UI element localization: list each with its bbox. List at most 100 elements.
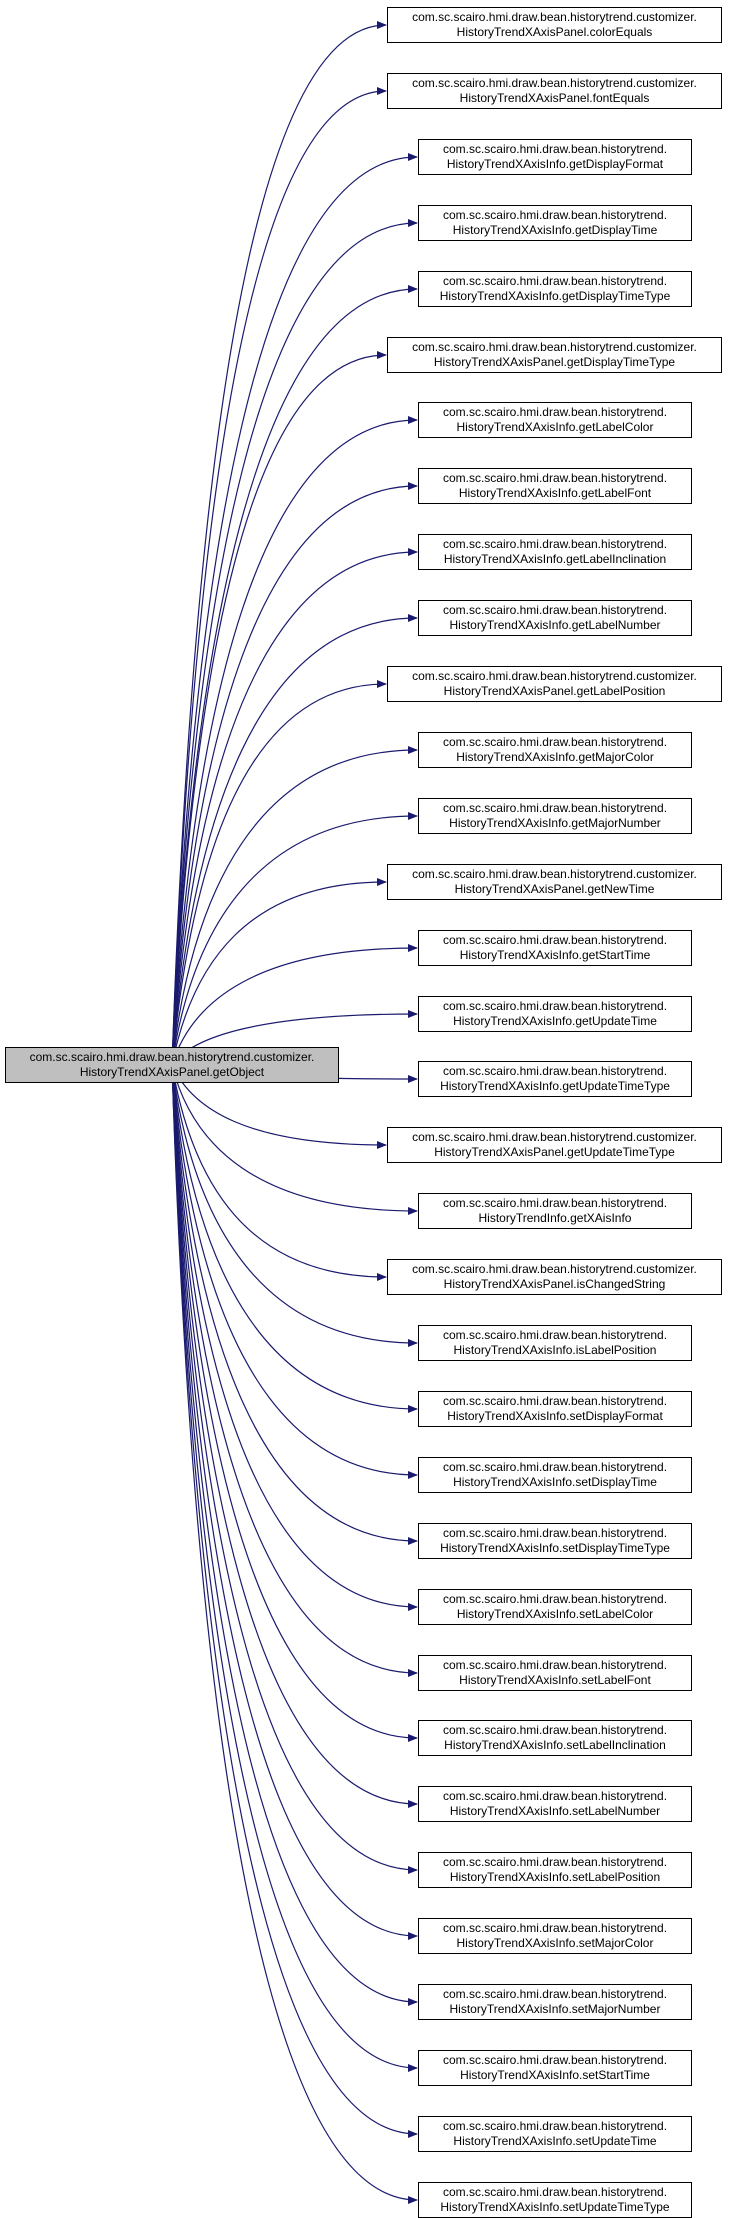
callee-node-line1: com.sc.scairo.hmi.draw.bean.historytrend… <box>412 867 697 881</box>
callee-node[interactable]: com.sc.scairo.hmi.draw.bean.historytrend… <box>418 1589 692 1625</box>
callee-node[interactable]: com.sc.scairo.hmi.draw.bean.historytrend… <box>387 1127 722 1163</box>
callee-node[interactable]: com.sc.scairo.hmi.draw.bean.historytrend… <box>418 1720 692 1756</box>
callee-node-line1: com.sc.scairo.hmi.draw.bean.historytrend… <box>442 1723 668 1737</box>
callee-node[interactable]: com.sc.scairo.hmi.draw.bean.historytrend… <box>418 468 692 504</box>
call-edge <box>171 1064 418 1940</box>
call-edge <box>171 1064 418 1479</box>
callee-node-line2: HistoryTrendXAxisPanel.fontEquals <box>459 91 650 105</box>
callee-node-line1: com.sc.scairo.hmi.draw.bean.historytrend… <box>442 471 668 485</box>
callee-node-line2: HistoryTrendXAxisInfo.setLabelNumber <box>449 1804 661 1818</box>
callee-node[interactable]: com.sc.scairo.hmi.draw.bean.historytrend… <box>387 864 722 900</box>
callee-node-line2: HistoryTrendXAxisInfo.setMajorNumber <box>449 2002 661 2016</box>
call-edge <box>171 812 418 1066</box>
callee-node-line1: com.sc.scairo.hmi.draw.bean.historytrend… <box>442 603 668 617</box>
callee-node[interactable]: com.sc.scairo.hmi.draw.bean.historytrend… <box>387 1259 722 1295</box>
source-node-getobject[interactable]: com.sc.scairo.hmi.draw.bean.historytrend… <box>5 1047 339 1083</box>
callee-node-line2: HistoryTrendXAxisPanel.isChangedString <box>443 1277 666 1291</box>
call-edge <box>171 1064 418 2006</box>
callee-node-line2: HistoryTrendXAxisInfo.setDisplayFormat <box>447 1409 663 1423</box>
call-edge <box>171 153 418 1066</box>
callee-node[interactable]: com.sc.scairo.hmi.draw.bean.historytrend… <box>418 1193 692 1229</box>
callee-node-line2: HistoryTrendXAxisInfo.setLabelFont <box>459 1673 651 1687</box>
callee-node[interactable]: com.sc.scairo.hmi.draw.bean.historytrend… <box>418 1061 692 1097</box>
callee-node[interactable]: com.sc.scairo.hmi.draw.bean.historytrend… <box>418 205 692 241</box>
callee-node-line1: com.sc.scairo.hmi.draw.bean.historytrend… <box>442 735 668 749</box>
call-edge <box>171 1064 418 1413</box>
source-node-line2: HistoryTrendXAxisPanel.getObject <box>79 1065 265 1079</box>
callee-node[interactable]: com.sc.scairo.hmi.draw.bean.historytrend… <box>387 73 722 109</box>
callee-node-line1: com.sc.scairo.hmi.draw.bean.historytrend… <box>442 1987 668 2001</box>
call-edge <box>171 1064 418 1677</box>
call-edge <box>171 1064 418 1611</box>
call-edge <box>171 1064 418 1347</box>
callee-node[interactable]: com.sc.scairo.hmi.draw.bean.historytrend… <box>418 2050 692 2086</box>
callee-node-line1: com.sc.scairo.hmi.draw.bean.historytrend… <box>442 1789 668 1803</box>
callee-node[interactable]: com.sc.scairo.hmi.draw.bean.historytrend… <box>418 1984 692 2020</box>
callee-node-line2: HistoryTrendXAxisPanel.getNewTime <box>454 882 655 896</box>
callee-node-line1: com.sc.scairo.hmi.draw.bean.historytrend… <box>442 1592 668 1606</box>
callee-node-line2: HistoryTrendXAxisInfo.getStartTime <box>459 948 651 962</box>
callee-node[interactable]: com.sc.scairo.hmi.draw.bean.historytrend… <box>387 666 722 702</box>
callee-node-line2: HistoryTrendXAxisInfo.setMajorColor <box>456 1936 654 1950</box>
callee-node-line2: HistoryTrendXAxisInfo.setDisplayTimeType <box>440 1541 670 1555</box>
callee-node-line2: HistoryTrendXAxisInfo.setLabelPosition <box>449 1870 661 1884</box>
call-edge <box>171 482 418 1066</box>
callee-node[interactable]: com.sc.scairo.hmi.draw.bean.historytrend… <box>418 600 692 636</box>
call-edge <box>171 944 418 1066</box>
callee-node[interactable]: com.sc.scairo.hmi.draw.bean.historytrend… <box>418 2182 692 2218</box>
call-edge <box>171 614 418 1066</box>
call-edge <box>171 746 418 1066</box>
callee-node-line2: HistoryTrendXAxisPanel.getUpdateTimeType <box>434 1145 675 1159</box>
callee-node-line2: HistoryTrendInfo.getXAisInfo <box>478 1211 632 1225</box>
call-edge <box>171 21 387 1066</box>
call-edge <box>171 1064 418 2204</box>
callee-node[interactable]: com.sc.scairo.hmi.draw.bean.historytrend… <box>418 402 692 438</box>
callee-node-line1: com.sc.scairo.hmi.draw.bean.historytrend… <box>442 933 668 947</box>
callee-node[interactable]: com.sc.scairo.hmi.draw.bean.historytrend… <box>418 798 692 834</box>
callee-node-line2: HistoryTrendXAxisInfo.getLabelColor <box>456 420 654 434</box>
callee-node-line2: HistoryTrendXAxisInfo.setDisplayTime <box>453 1475 657 1489</box>
callee-node[interactable]: com.sc.scairo.hmi.draw.bean.historytrend… <box>418 930 692 966</box>
call-edge <box>171 1064 418 1215</box>
callee-node[interactable]: com.sc.scairo.hmi.draw.bean.historytrend… <box>418 271 692 307</box>
callee-node[interactable]: com.sc.scairo.hmi.draw.bean.historytrend… <box>418 139 692 175</box>
callee-node-line1: com.sc.scairo.hmi.draw.bean.historytrend… <box>442 1394 668 1408</box>
call-edge <box>171 878 387 1066</box>
callee-node[interactable]: com.sc.scairo.hmi.draw.bean.historytrend… <box>387 7 722 43</box>
callee-node-line1: com.sc.scairo.hmi.draw.bean.historytrend… <box>412 76 697 90</box>
callee-node[interactable]: com.sc.scairo.hmi.draw.bean.historytrend… <box>418 732 692 768</box>
call-edge <box>171 416 418 1066</box>
callee-node-line2: HistoryTrendXAxisInfo.getMajorNumber <box>449 816 661 830</box>
call-edge <box>171 1064 418 2138</box>
callee-node-line2: HistoryTrendXAxisInfo.getLabelFont <box>458 486 652 500</box>
callee-node-line1: com.sc.scairo.hmi.draw.bean.historytrend… <box>442 1855 668 1869</box>
callee-node[interactable]: com.sc.scairo.hmi.draw.bean.historytrend… <box>418 996 692 1032</box>
callee-node[interactable]: com.sc.scairo.hmi.draw.bean.historytrend… <box>418 1786 692 1822</box>
callee-node[interactable]: com.sc.scairo.hmi.draw.bean.historytrend… <box>418 2116 692 2152</box>
call-edge <box>171 1064 418 1742</box>
callee-node-line1: com.sc.scairo.hmi.draw.bean.historytrend… <box>442 2185 668 2199</box>
callee-node[interactable]: com.sc.scairo.hmi.draw.bean.historytrend… <box>418 1457 692 1493</box>
callee-node[interactable]: com.sc.scairo.hmi.draw.bean.historytrend… <box>418 534 692 570</box>
callee-node-line2: HistoryTrendXAxisInfo.isLabelPosition <box>453 1343 657 1357</box>
callee-node[interactable]: com.sc.scairo.hmi.draw.bean.historytrend… <box>418 1918 692 1954</box>
callee-node-line1: com.sc.scairo.hmi.draw.bean.historytrend… <box>442 1196 668 1210</box>
callee-node-line1: com.sc.scairo.hmi.draw.bean.historytrend… <box>412 340 697 354</box>
callee-node[interactable]: com.sc.scairo.hmi.draw.bean.historytrend… <box>418 1325 692 1361</box>
callee-node-line1: com.sc.scairo.hmi.draw.bean.historytrend… <box>442 999 668 1013</box>
callee-node[interactable]: com.sc.scairo.hmi.draw.bean.historytrend… <box>418 1523 692 1559</box>
callee-node[interactable]: com.sc.scairo.hmi.draw.bean.historytrend… <box>418 1852 692 1888</box>
source-node-line1: com.sc.scairo.hmi.draw.bean.historytrend… <box>29 1050 315 1064</box>
callee-node-line1: com.sc.scairo.hmi.draw.bean.historytrend… <box>442 1460 668 1474</box>
callee-node-line1: com.sc.scairo.hmi.draw.bean.historytrend… <box>412 1262 697 1276</box>
callee-node-line1: com.sc.scairo.hmi.draw.bean.historytrend… <box>412 1130 697 1144</box>
callee-node-line2: HistoryTrendXAxisInfo.setUpdateTime <box>453 2134 657 2148</box>
callee-node-line1: com.sc.scairo.hmi.draw.bean.historytrend… <box>442 2053 668 2067</box>
callee-node[interactable]: com.sc.scairo.hmi.draw.bean.historytrend… <box>418 1655 692 1691</box>
callee-node-line2: HistoryTrendXAxisInfo.getMajorColor <box>456 750 654 764</box>
callee-node[interactable]: com.sc.scairo.hmi.draw.bean.historytrend… <box>418 1391 692 1427</box>
callee-node[interactable]: com.sc.scairo.hmi.draw.bean.historytrend… <box>387 337 722 373</box>
callee-node-line1: com.sc.scairo.hmi.draw.bean.historytrend… <box>442 208 668 222</box>
callee-node-line1: com.sc.scairo.hmi.draw.bean.historytrend… <box>442 1921 668 1935</box>
